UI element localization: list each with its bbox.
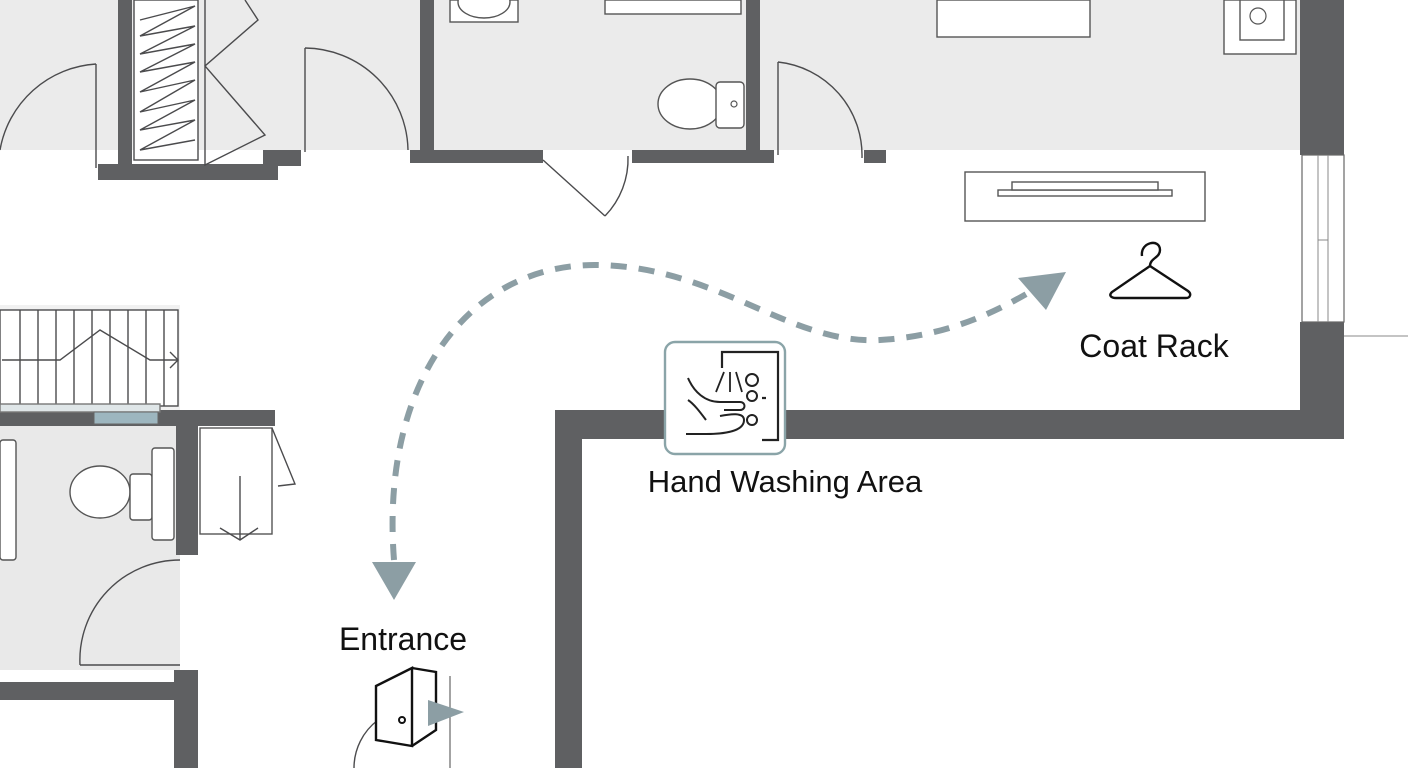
coat-rack-shelf xyxy=(964,171,1206,222)
wardrobe xyxy=(133,0,267,167)
door-icon xyxy=(374,666,464,768)
path-arrow-coat-rack xyxy=(1018,272,1066,310)
door-swings xyxy=(0,47,863,768)
lower-bathroom-fixtures xyxy=(0,427,296,561)
staircase xyxy=(0,309,179,425)
window-right xyxy=(1301,154,1408,337)
coat-rack-label: Coat Rack xyxy=(1079,328,1229,364)
window-left xyxy=(93,411,159,425)
movement-path xyxy=(372,261,1066,600)
lower-bath-shade xyxy=(0,425,180,670)
top-right-fixtures xyxy=(936,0,1297,55)
path-dashes xyxy=(389,261,1042,561)
hand-washing-label: Hand Washing Area xyxy=(648,464,923,499)
top-bathroom-fixtures xyxy=(449,0,745,130)
entrance-arrow xyxy=(428,700,464,726)
path-arrow-entrance xyxy=(372,562,416,600)
hand-washing-icon xyxy=(663,340,787,456)
hanger-icon xyxy=(1109,241,1192,300)
entrance-label: Entrance xyxy=(339,621,467,657)
